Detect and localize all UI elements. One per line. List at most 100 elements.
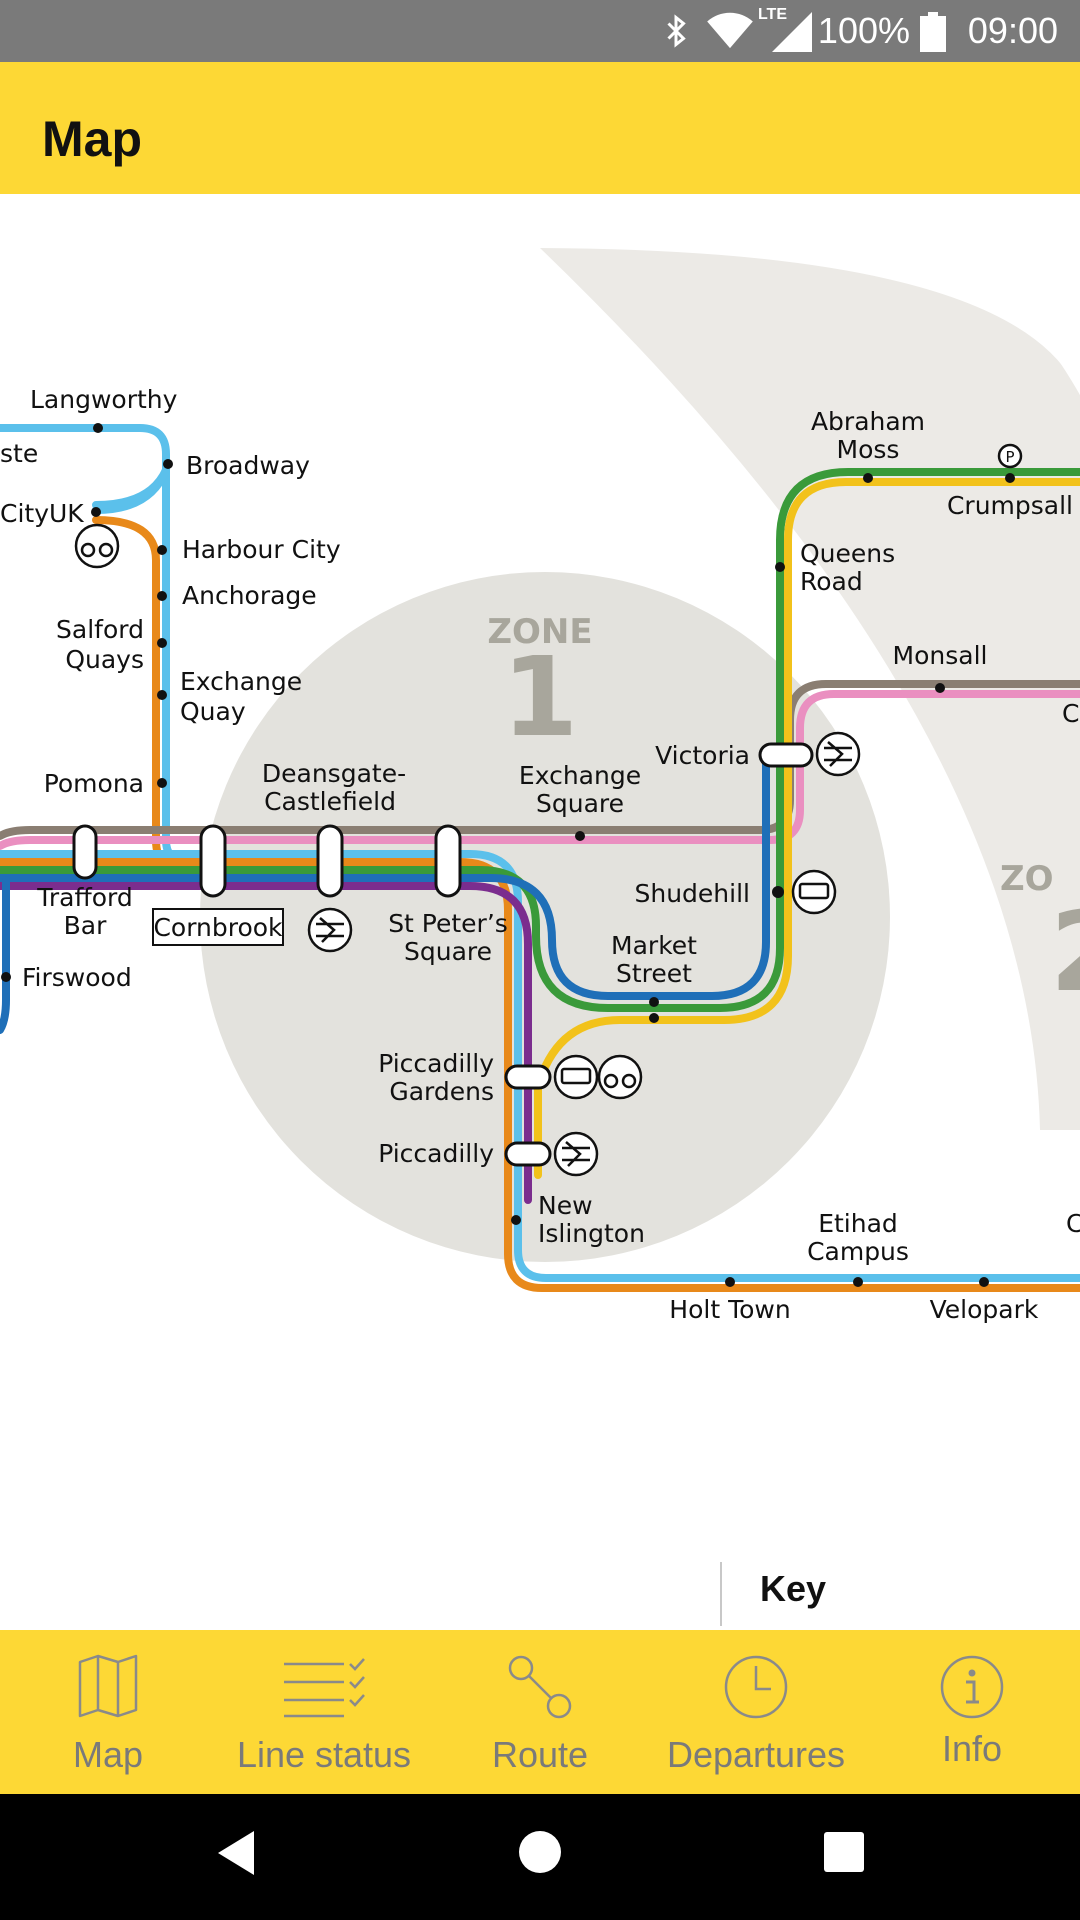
label-anchorage: Anchorage <box>182 581 317 610</box>
stop-velopark[interactable] <box>979 1277 989 1287</box>
yellow-line <box>536 478 1080 1084</box>
label-new-islington-1: New <box>538 1191 593 1220</box>
stop-langworthy[interactable] <box>93 423 103 433</box>
label-edge-c: C <box>1066 1209 1080 1238</box>
piccadilly-gardens-interchange[interactable] <box>504 1064 552 1090</box>
victoria-interchange[interactable] <box>758 742 814 768</box>
clock-icon <box>724 1655 788 1719</box>
zone-2-number: 2 <box>1050 888 1080 1016</box>
label-langworthy: Langworthy <box>30 385 178 414</box>
trafford-bar-interchange[interactable] <box>72 824 98 880</box>
stop-holt-town[interactable] <box>725 1277 735 1287</box>
stop-firswood[interactable] <box>1 972 11 982</box>
label-exchange-quay-2: Quay <box>180 697 246 726</box>
mediacity-line <box>92 516 214 876</box>
label-queens-road-1: Queens <box>800 539 895 568</box>
tram-map[interactable]: ZONE 1 ZO 2 <box>0 194 1080 1630</box>
label-etihad-2: Campus <box>807 1237 909 1266</box>
nav-info[interactable]: Info <box>864 1630 1080 1794</box>
label-piccadilly: Piccadilly <box>378 1139 494 1168</box>
stop-harbour-city[interactable] <box>157 545 167 555</box>
line-status-icon <box>284 1658 365 1718</box>
stop-shudehill[interactable] <box>772 886 784 898</box>
label-shudehill: Shudehill <box>635 879 751 908</box>
stop-pomona[interactable] <box>157 778 167 788</box>
park-and-ride-icon <box>997 443 1023 469</box>
zone-1-number: 1 <box>502 633 579 761</box>
green-line <box>0 468 1080 1012</box>
pink-line <box>0 690 1080 850</box>
page-title: Map <box>42 111 142 167</box>
key-tab[interactable]: Key <box>720 1562 1080 1626</box>
tram-network-map[interactable]: ZONE 1 ZO 2 <box>0 194 1080 1630</box>
stop-cityuk[interactable] <box>91 507 101 517</box>
wifi-icon <box>707 12 753 49</box>
cornbrook-interchange[interactable] <box>199 824 227 898</box>
orange-trunk <box>0 858 1080 1292</box>
label-monsall: Monsall <box>893 641 988 670</box>
label-market-street-1: Market <box>611 931 697 960</box>
label-cityuk: CityUK <box>0 499 84 528</box>
map-icon <box>78 1654 138 1718</box>
stop-monsall[interactable] <box>935 683 945 693</box>
stop-market-street[interactable] <box>649 997 659 1007</box>
stop-queens-road[interactable] <box>775 562 785 572</box>
nav-map-label: Map <box>72 1734 144 1775</box>
nav-line-status[interactable]: Line status <box>216 1630 432 1794</box>
label-piccadilly-gardens-2: Gardens <box>389 1077 494 1106</box>
nav-line-status-label: Line status <box>236 1734 412 1775</box>
stop-crumpsall[interactable] <box>1005 473 1015 483</box>
label-firswood: Firswood <box>22 963 132 992</box>
park-and-ride-label: P <box>1005 448 1014 466</box>
label-crumpsall: Crumpsall <box>947 491 1073 520</box>
label-new-islington-2: Islington <box>538 1219 645 1248</box>
nav-departures[interactable]: Departures <box>648 1630 864 1794</box>
label-exchange-quay-1: Exchange <box>180 667 302 696</box>
label-trafford-bar-2: Bar <box>64 911 107 940</box>
label-abraham-moss-2: Moss <box>837 435 900 464</box>
bus-icon <box>791 869 837 915</box>
route-icon <box>508 1655 572 1719</box>
label-trafford-bar-1: Trafford <box>36 883 132 912</box>
nav-map[interactable]: Map <box>0 1630 216 1794</box>
stop-abraham-moss[interactable] <box>863 473 873 483</box>
cornbrook-label-box <box>152 908 284 946</box>
network-type: LTE <box>757 6 787 23</box>
st-peters-interchange[interactable] <box>434 824 462 898</box>
stop-exchange-square[interactable] <box>575 831 585 841</box>
zone-1-word: ZONE <box>487 612 592 652</box>
stop-salford-quays[interactable] <box>157 638 167 648</box>
app-bar: Map <box>0 62 1080 194</box>
clock: 09:00 <box>967 10 1058 51</box>
label-st-peters-2: Square <box>404 937 492 966</box>
home-icon[interactable] <box>518 1830 562 1874</box>
label-market-street-2: Street <box>616 959 692 988</box>
label-exchange-square-1: Exchange <box>519 761 641 790</box>
label-st-peters-1: St Peter’s <box>388 909 508 938</box>
label-deansgate-2: Castlefield <box>264 787 396 816</box>
key-label: Key <box>760 1568 827 1609</box>
nav-route-label: Route <box>491 1734 589 1775</box>
back-icon[interactable] <box>214 1828 258 1878</box>
purple-line <box>0 882 532 1204</box>
stop-etihad-campus[interactable] <box>853 1277 863 1287</box>
battery-percentage: 100% <box>817 10 910 51</box>
label-pomona: Pomona <box>44 769 144 798</box>
piccadilly-interchange[interactable] <box>504 1141 552 1167</box>
stop-broadway[interactable] <box>163 459 173 469</box>
label-holt-town: Holt Town <box>669 1295 790 1324</box>
zone-2-word: ZO <box>1000 859 1054 899</box>
label-salford-quays-2: Quays <box>65 645 144 674</box>
stop-anchorage[interactable] <box>157 591 167 601</box>
bottom-navigation: Map Line status Route Departures Info <box>0 1630 1080 1794</box>
label-victoria: Victoria <box>655 741 750 770</box>
deansgate-interchange[interactable] <box>316 824 344 898</box>
stop-exchange-quay[interactable] <box>157 690 167 700</box>
label-broadway: Broadway <box>186 451 310 480</box>
info-icon <box>940 1655 1004 1719</box>
label-exchange-square-2: Square <box>536 789 624 818</box>
stop-new-islington[interactable] <box>511 1215 521 1225</box>
signal-icon <box>772 12 812 52</box>
recents-icon[interactable] <box>824 1832 864 1872</box>
nav-route[interactable]: Route <box>432 1630 648 1794</box>
